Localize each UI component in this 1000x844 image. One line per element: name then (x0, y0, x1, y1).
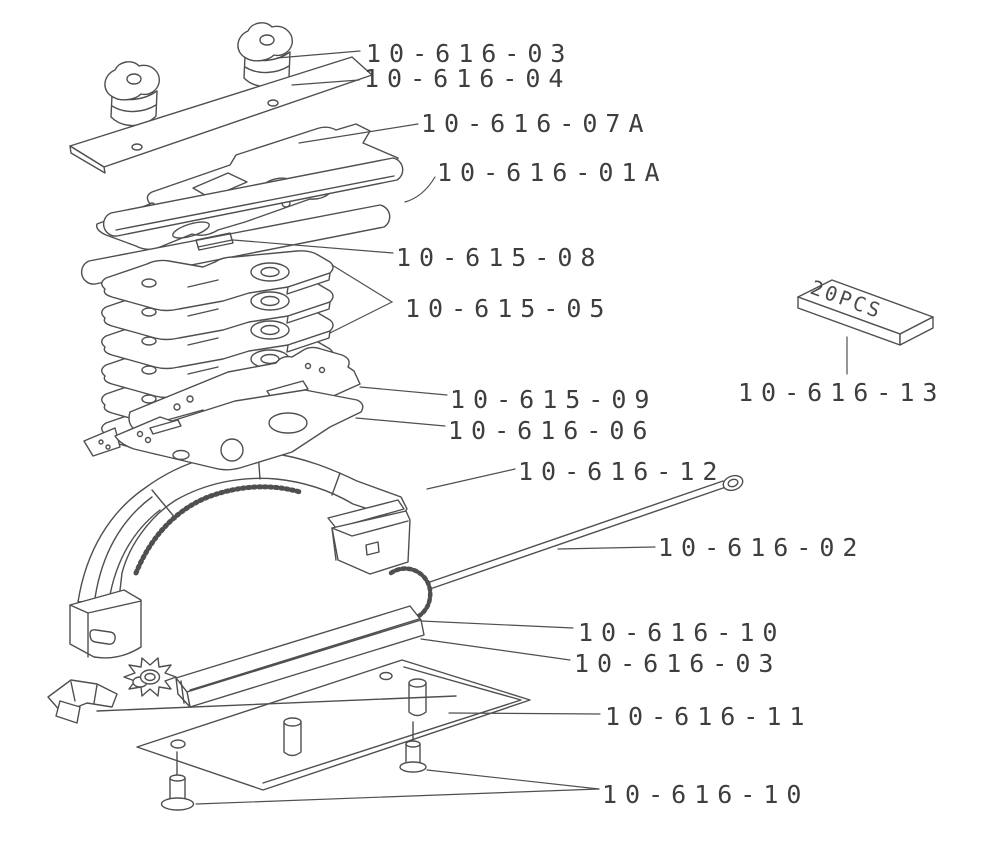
leader-lines (195, 50, 848, 805)
part-label-cover-plate: 10-616-04 (364, 64, 572, 93)
part-label-handle-arch: 10-616-12 (518, 457, 726, 486)
part-label-magazine-rail: 10-616-10 (578, 618, 786, 647)
part-label-lower-plate: 10-616-06 (448, 416, 656, 445)
guide-post (283, 717, 302, 757)
handle-latch-bar (327, 499, 405, 529)
wing-nut-left (104, 61, 160, 127)
handle-arch (69, 451, 411, 659)
part-label-blade-lower: 10-615-08 (396, 243, 604, 272)
part-label-long-rod: 10-616-02 (658, 533, 866, 562)
part-label-screws: 10-616-10 (602, 780, 810, 809)
part-label-staple-pack: 10-616-13 (738, 378, 946, 407)
part-label-base-plate: 10-616-11 (605, 702, 813, 731)
base-plate (136, 659, 531, 791)
wing-nut-top (237, 22, 293, 88)
handle-foot-right (331, 510, 411, 575)
part-label-top-wingnuts: 10-616-03 (366, 39, 574, 68)
part-label-top-plate: 10-616-07A (421, 109, 652, 138)
screw-left (160, 751, 195, 811)
magazine-rail (175, 605, 425, 708)
screw-right (399, 721, 427, 773)
pusher-wire (96, 695, 457, 712)
pusher-bracket (47, 679, 457, 724)
lower-plate (83, 389, 364, 471)
blade-upper (102, 157, 404, 237)
part-label-slotted-plate: 10-615-09 (450, 385, 658, 414)
part-label-blade-upper: 10-616-01A (437, 158, 668, 187)
part-label-rail-end: 10-616-03 (574, 649, 782, 678)
feed-gear (123, 657, 177, 697)
part-label-plate-stack: 10-615-05 (405, 294, 613, 323)
staple-pack-box: 20PCS (797, 275, 934, 346)
